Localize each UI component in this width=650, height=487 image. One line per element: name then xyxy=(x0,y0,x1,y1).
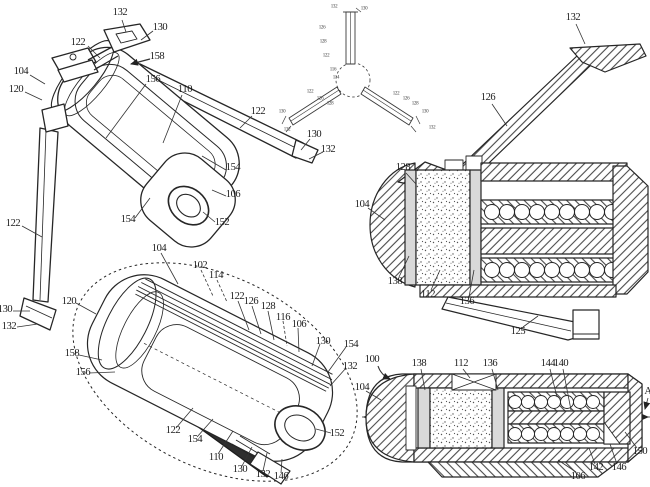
figure-section-deployed xyxy=(369,43,649,341)
figure-leg-star xyxy=(281,7,421,133)
leader-lines xyxy=(13,19,650,474)
figure-perspective-deployed xyxy=(19,23,319,331)
figure-perspective-stowed xyxy=(72,262,358,485)
figure-section-stowed xyxy=(362,373,650,478)
